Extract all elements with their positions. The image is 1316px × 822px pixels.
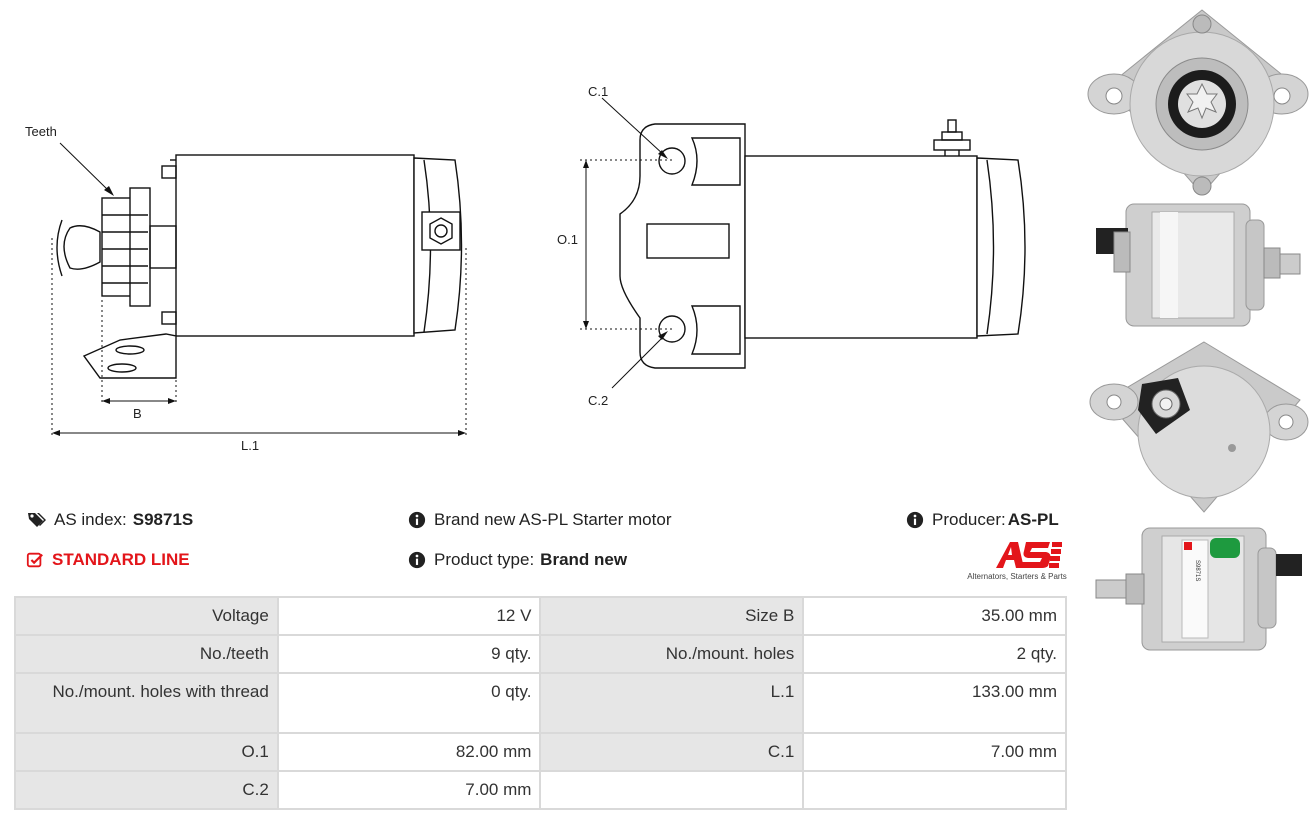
teeth-label: Teeth — [25, 124, 57, 139]
spec-value: 35.00 mm — [802, 596, 1067, 636]
product-type-label: Product type: — [434, 550, 535, 569]
spec-key: No./mount. holes — [539, 634, 805, 674]
as-index-value: S9871S — [132, 510, 194, 529]
dimension-c2-label: C.2 — [588, 393, 608, 408]
technical-drawing: Teeth B L.1 C.1 O.1 C.2 — [25, 84, 1026, 453]
front-motor-body — [744, 155, 978, 339]
spec-value: 7.00 mm — [802, 732, 1067, 772]
spec-key: C.1 — [539, 732, 805, 772]
dimension-c1-label: C.1 — [588, 84, 608, 99]
as-index: AS index: S9871S — [26, 510, 193, 530]
standard-line: STANDARD LINE — [26, 550, 190, 570]
hole-c1 — [658, 147, 686, 175]
dimension-b-label: B — [133, 406, 142, 421]
spec-value: 12 V — [276, 596, 542, 636]
product-photo-label-side[interactable]: S9871S — [1086, 524, 1310, 654]
spec-key — [539, 770, 805, 810]
motor-body — [175, 154, 415, 337]
spec-key: L.1 — [539, 672, 805, 734]
spec-value: 133.00 mm — [802, 672, 1067, 734]
logo-tagline: Alternators, Starters & Parts — [967, 572, 1067, 581]
spec-value: 2 qty. — [802, 634, 1067, 674]
table-row: C.2 7.00 mm — [14, 770, 1067, 810]
spec-key: No./mount. holes with thread — [14, 672, 279, 734]
product-type: Product type: Brand new — [408, 550, 627, 570]
table-row: Voltage 12 V Size B 35.00 mm — [14, 596, 1067, 636]
product-photo-front[interactable] — [1086, 8, 1310, 198]
producer-label: Producer: — [932, 510, 1006, 529]
dimension-l1-label: L.1 — [241, 438, 259, 453]
mounting-bracket — [82, 333, 177, 379]
info-circle-icon — [906, 511, 924, 529]
info-circle-icon — [408, 551, 426, 569]
spec-key: Size B — [539, 596, 805, 636]
producer-value: AS-PL — [1007, 510, 1059, 529]
tags-icon — [28, 513, 46, 527]
spec-value — [802, 770, 1067, 810]
table-row: No./mount. holes with thread 0 qty. L.1 … — [14, 672, 1067, 734]
as-pl-logo — [996, 542, 1062, 568]
dimension-o1-label: O.1 — [557, 232, 578, 247]
spec-value: 9 qty. — [276, 634, 542, 674]
standard-line-label: STANDARD LINE — [52, 550, 190, 569]
spec-key: O.1 — [14, 732, 279, 772]
spec-value: 7.00 mm — [276, 770, 542, 810]
spec-key: Voltage — [14, 596, 279, 636]
spec-value: 82.00 mm — [276, 732, 542, 772]
hole-c2 — [658, 315, 686, 343]
product-photo-side[interactable] — [1086, 200, 1310, 330]
table-row: O.1 82.00 mm C.1 7.00 mm — [14, 732, 1067, 772]
as-index-label: AS index: — [54, 510, 127, 529]
producer: Producer: AS-PL — [906, 510, 1059, 530]
product-photo-rear[interactable] — [1086, 340, 1310, 516]
spec-value: 0 qty. — [276, 672, 542, 734]
mounting-flange — [619, 123, 746, 369]
specs-table: Voltage 12 V Size B 35.00 mm No./teeth 9… — [14, 596, 1067, 810]
product-type-value: Brand new — [540, 550, 628, 569]
table-row: No./teeth 9 qty. No./mount. holes 2 qty. — [14, 634, 1067, 674]
product-description: Brand new AS-PL Starter motor — [408, 510, 671, 530]
product-description-text: Brand new AS-PL Starter motor — [434, 510, 672, 529]
photo-part-number-label: S9871S — [1194, 560, 1200, 581]
spec-key: No./teeth — [14, 634, 279, 674]
info-circle-icon — [408, 511, 426, 529]
check-square-icon — [26, 552, 43, 568]
spec-key: C.2 — [14, 770, 279, 810]
